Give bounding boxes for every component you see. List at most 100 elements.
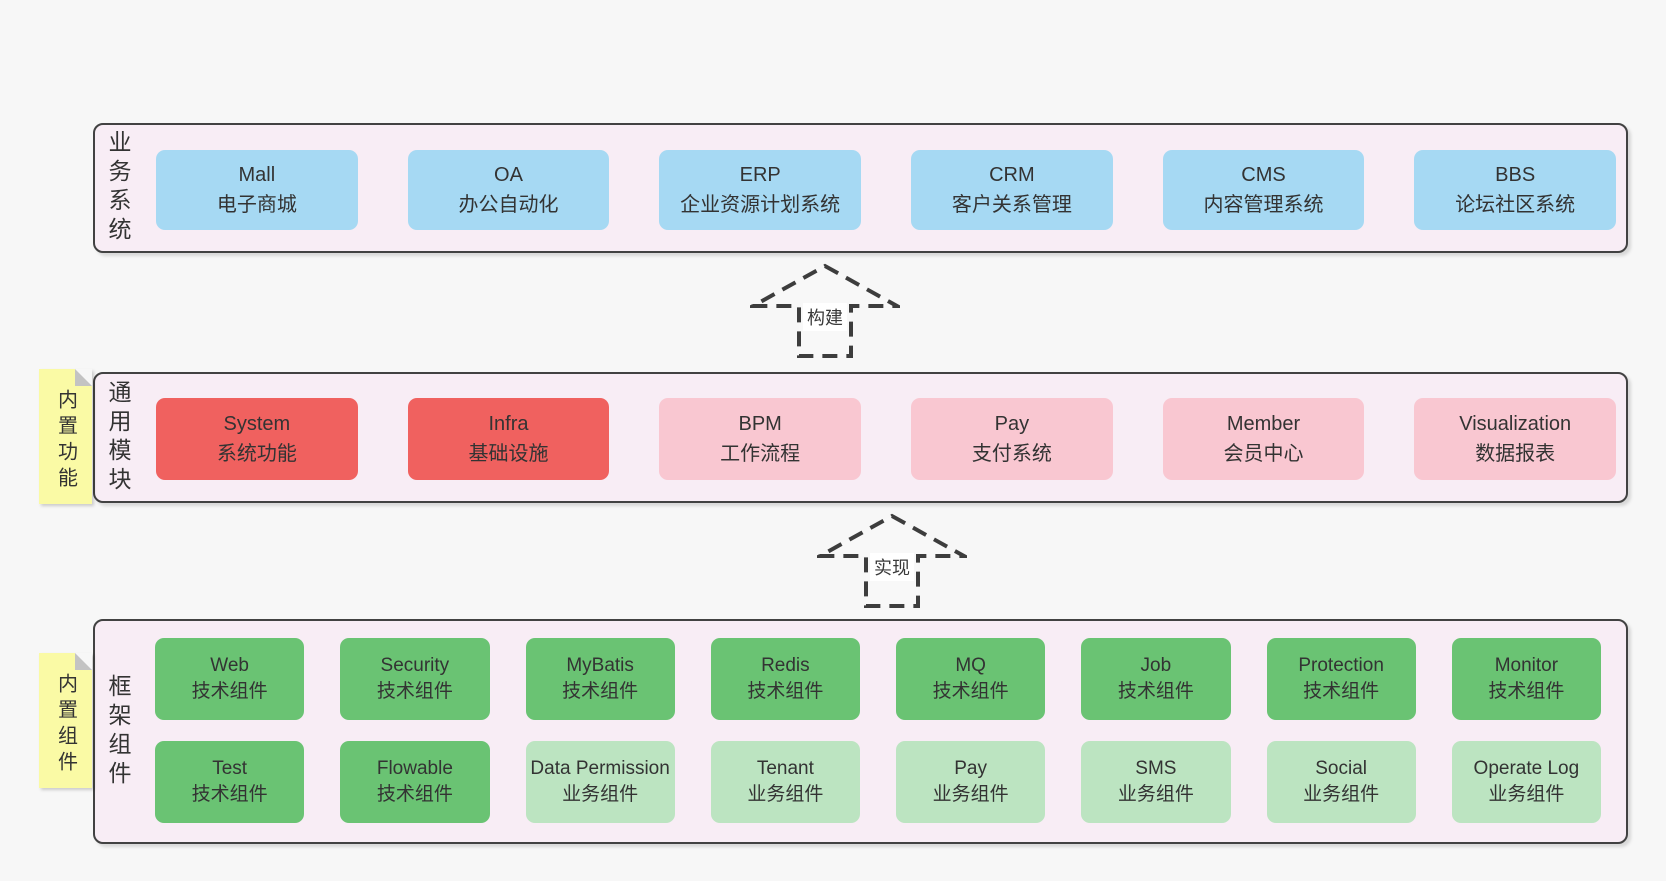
business-box-row: Mall 电子商城 OA 办公自动化 ERP 企业资源计划系统 CRM 客户关系… xyxy=(156,150,1617,230)
box-cms: CMS 内容管理系统 xyxy=(1162,150,1365,230)
box-subtitle: 论坛社区系统 xyxy=(1455,194,1576,216)
arrow-implement-label: 实现 xyxy=(870,553,914,581)
folded-corner-icon xyxy=(75,369,92,386)
section-framework-components: 框架组件 Web 技术组件 Security 技术组件 MyBatis 技术组件… xyxy=(93,619,1628,844)
box-title: Flowable xyxy=(376,758,453,779)
box-tenant: Tenant 业务组件 xyxy=(710,741,860,823)
framework-row-2: Test 技术组件 Flowable 技术组件 Data Permission … xyxy=(155,741,1601,823)
box-subtitle: 业务组件 xyxy=(747,784,824,805)
box-subtitle: 客户关系管理 xyxy=(951,194,1072,216)
box-member: Member 会员中心 xyxy=(1162,398,1365,480)
modules-box-row: System 系统功能 Infra 基础设施 BPM 工作流程 Pay 支付系统… xyxy=(156,398,1617,480)
box-title: MQ xyxy=(955,655,986,676)
box-mybatis: MyBatis 技术组件 xyxy=(525,638,675,720)
box-title: Tenant xyxy=(756,758,814,779)
box-visualization: Visualization 数据报表 xyxy=(1414,398,1617,480)
box-subtitle: 工作流程 xyxy=(720,443,801,465)
box-sms: SMS 业务组件 xyxy=(1081,741,1231,823)
box-title: BPM xyxy=(738,413,782,435)
box-bpm: BPM 工作流程 xyxy=(659,398,862,480)
box-title: MyBatis xyxy=(566,655,634,676)
box-test: Test 技术组件 xyxy=(155,741,305,823)
box-title: Test xyxy=(212,758,248,779)
box-subtitle: 技术组件 xyxy=(376,681,453,702)
box-crm: CRM 客户关系管理 xyxy=(911,150,1113,230)
section-label-modules: 通用模块 xyxy=(105,379,131,496)
box-subtitle: 业务组件 xyxy=(1117,784,1194,805)
box-title: Infra xyxy=(488,413,529,435)
box-title: ERP xyxy=(739,164,781,186)
box-title: Member xyxy=(1226,413,1301,435)
box-title: Pay xyxy=(954,758,987,779)
box-title: Operate Log xyxy=(1473,758,1580,779)
box-subtitle: 技术组件 xyxy=(191,681,268,702)
box-subtitle: 电子商城 xyxy=(216,194,297,216)
section-label-framework: 框架组件 xyxy=(105,673,131,790)
box-subtitle: 办公自动化 xyxy=(458,194,559,216)
box-subtitle: 技术组件 xyxy=(1117,681,1194,702)
box-title: BBS xyxy=(1495,164,1536,186)
box-title: Mall xyxy=(238,164,276,186)
sticky-note-builtin-features: 内置功能 xyxy=(39,369,92,504)
box-title: Redis xyxy=(761,655,810,676)
box-title: CRM xyxy=(989,164,1035,186)
box-title: OA xyxy=(494,164,523,186)
box-mall: Mall 电子商城 xyxy=(156,150,358,230)
box-subtitle: 技术组件 xyxy=(562,681,639,702)
box-system: System 系统功能 xyxy=(156,398,358,480)
box-title: Data Permission xyxy=(530,758,670,779)
box-title: SMS xyxy=(1135,758,1177,779)
box-title: Protection xyxy=(1298,655,1384,676)
box-subtitle: 技术组件 xyxy=(191,784,268,805)
box-subtitle: 技术组件 xyxy=(1303,681,1380,702)
box-job: Job 技术组件 xyxy=(1081,638,1231,720)
box-subtitle: 基础设施 xyxy=(468,443,549,465)
box-infra: Infra 基础设施 xyxy=(407,398,610,480)
box-title: System xyxy=(223,413,291,435)
box-web: Web 技术组件 xyxy=(155,638,305,720)
box-flowable: Flowable 技术组件 xyxy=(340,741,490,823)
box-title: Pay xyxy=(994,413,1030,435)
box-title: Visualization xyxy=(1459,413,1572,435)
framework-grid: Web 技术组件 Security 技术组件 MyBatis 技术组件 Redi… xyxy=(155,638,1601,823)
box-subtitle: 业务组件 xyxy=(1488,784,1565,805)
box-subtitle: 技术组件 xyxy=(747,681,824,702)
arrow-build-label: 构建 xyxy=(803,303,847,331)
note-label: 内置组件 xyxy=(54,672,77,777)
box-subtitle: 支付系统 xyxy=(971,443,1052,465)
arrow-build: 构建 xyxy=(750,263,900,359)
box-redis: Redis 技术组件 xyxy=(710,638,860,720)
box-subtitle: 内容管理系统 xyxy=(1203,194,1324,216)
box-oa: OA 办公自动化 xyxy=(407,150,610,230)
section-business-systems: 业务系统 Mall 电子商城 OA 办公自动化 ERP 企业资源计划系统 CRM… xyxy=(93,123,1628,253)
box-title: Web xyxy=(210,655,249,676)
box-title: Job xyxy=(1140,655,1172,676)
box-title: CMS xyxy=(1241,164,1286,186)
box-mq: MQ 技术组件 xyxy=(896,638,1046,720)
box-pay-module: Pay 支付系统 xyxy=(911,398,1113,480)
box-erp: ERP 企业资源计划系统 xyxy=(659,150,862,230)
box-subtitle: 业务组件 xyxy=(1303,784,1380,805)
note-label: 内置功能 xyxy=(54,388,77,493)
box-security: Security 技术组件 xyxy=(340,638,490,720)
box-subtitle: 业务组件 xyxy=(932,784,1009,805)
box-subtitle: 数据报表 xyxy=(1475,443,1556,465)
box-subtitle: 技术组件 xyxy=(1488,681,1565,702)
arrow-implement: 实现 xyxy=(817,513,967,609)
box-title: Monitor xyxy=(1494,655,1559,676)
box-social: Social 业务组件 xyxy=(1266,741,1416,823)
box-operate-log: Operate Log 业务组件 xyxy=(1451,741,1601,823)
box-subtitle: 系统功能 xyxy=(216,443,297,465)
section-label-business: 业务系统 xyxy=(105,130,131,246)
box-title: Security xyxy=(380,655,450,676)
box-subtitle: 会员中心 xyxy=(1223,443,1304,465)
framework-row-1: Web 技术组件 Security 技术组件 MyBatis 技术组件 Redi… xyxy=(155,638,1601,720)
box-protection: Protection 技术组件 xyxy=(1266,638,1416,720)
sticky-note-builtin-components: 内置组件 xyxy=(39,653,92,788)
box-subtitle: 业务组件 xyxy=(562,784,639,805)
box-pay-component: Pay 业务组件 xyxy=(896,741,1046,823)
box-subtitle: 技术组件 xyxy=(932,681,1009,702)
section-common-modules: 通用模块 System 系统功能 Infra 基础设施 BPM 工作流程 Pay… xyxy=(93,372,1628,503)
box-title: Social xyxy=(1315,758,1367,779)
